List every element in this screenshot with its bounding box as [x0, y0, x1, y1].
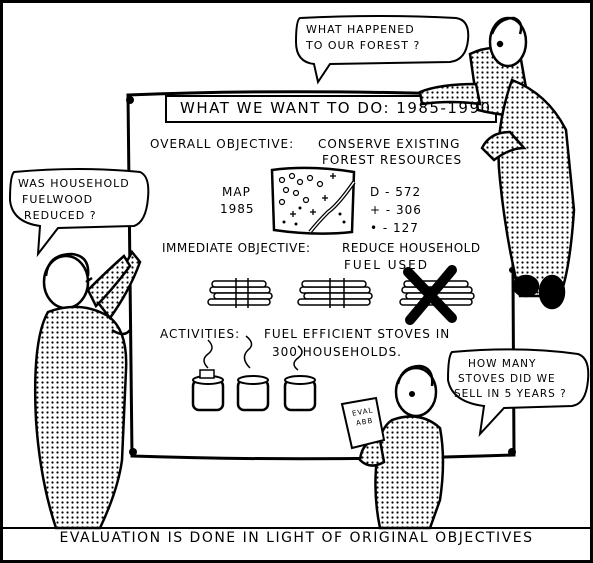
stove-icon — [191, 339, 225, 412]
clipboard-icon — [340, 396, 386, 450]
bubble-left-line1: WAS HOUSEHOLD — [18, 177, 130, 190]
speech-bubble-right — [446, 348, 590, 438]
bubble-right-line2: STOVES DID WE — [458, 373, 556, 385]
speech-bubble-left — [8, 168, 150, 258]
immediate-objective-label: IMMEDIATE OBJECTIVE: — [162, 241, 311, 255]
overall-objective-line1: CONSERVE EXISTING — [318, 137, 461, 151]
map-legend-item: D - 572 — [370, 185, 422, 199]
immediate-objective-line2: FUEL USED — [344, 258, 429, 272]
map-label-line1: MAP — [222, 185, 251, 199]
cross-out-icon — [403, 265, 457, 325]
bubble-right-line1: HOW MANY — [468, 358, 537, 370]
bubble-top-right-line1: WHAT HAPPENED — [306, 23, 415, 36]
bubble-top-right-line2: TO OUR FOREST ? — [306, 39, 421, 52]
person-left — [33, 249, 142, 530]
stove-icon — [236, 335, 270, 412]
wood-bundle-icon — [297, 278, 373, 308]
caption: EVALUATION IS DONE IN LIGHT OF ORIGINAL … — [59, 530, 534, 546]
map-label-line2: 1985 — [220, 202, 255, 216]
activities-line2: 300 HOUSEHOLDS. — [272, 345, 402, 359]
immediate-objective-line1: REDUCE HOUSEHOLD — [342, 241, 481, 255]
forest-map — [270, 166, 356, 235]
bubble-left-line3: REDUCED ? — [24, 209, 97, 222]
overall-objective-label: OVERALL OBJECTIVE: — [150, 137, 295, 151]
overall-objective-line2: FOREST RESOURCES — [322, 153, 463, 167]
wood-bundle-icon — [207, 278, 273, 308]
activities-label: ACTIVITIES: — [160, 327, 241, 341]
map-legend-item: • - 127 — [370, 221, 419, 235]
map-legend-item: + - 306 — [370, 203, 422, 217]
bubble-right-line3: SELL IN 5 YEARS ? — [454, 388, 567, 400]
title-box — [165, 95, 497, 123]
person-top-right — [418, 16, 576, 310]
speech-bubble-top-right — [294, 15, 470, 85]
stove-icon — [283, 345, 317, 412]
activities-line1: FUEL EFFICIENT STOVES IN — [264, 327, 451, 341]
board-title: WHAT WE WANT TO DO: 1985-1990 — [180, 99, 492, 117]
bubble-left-line2: FUELWOOD — [22, 193, 94, 206]
